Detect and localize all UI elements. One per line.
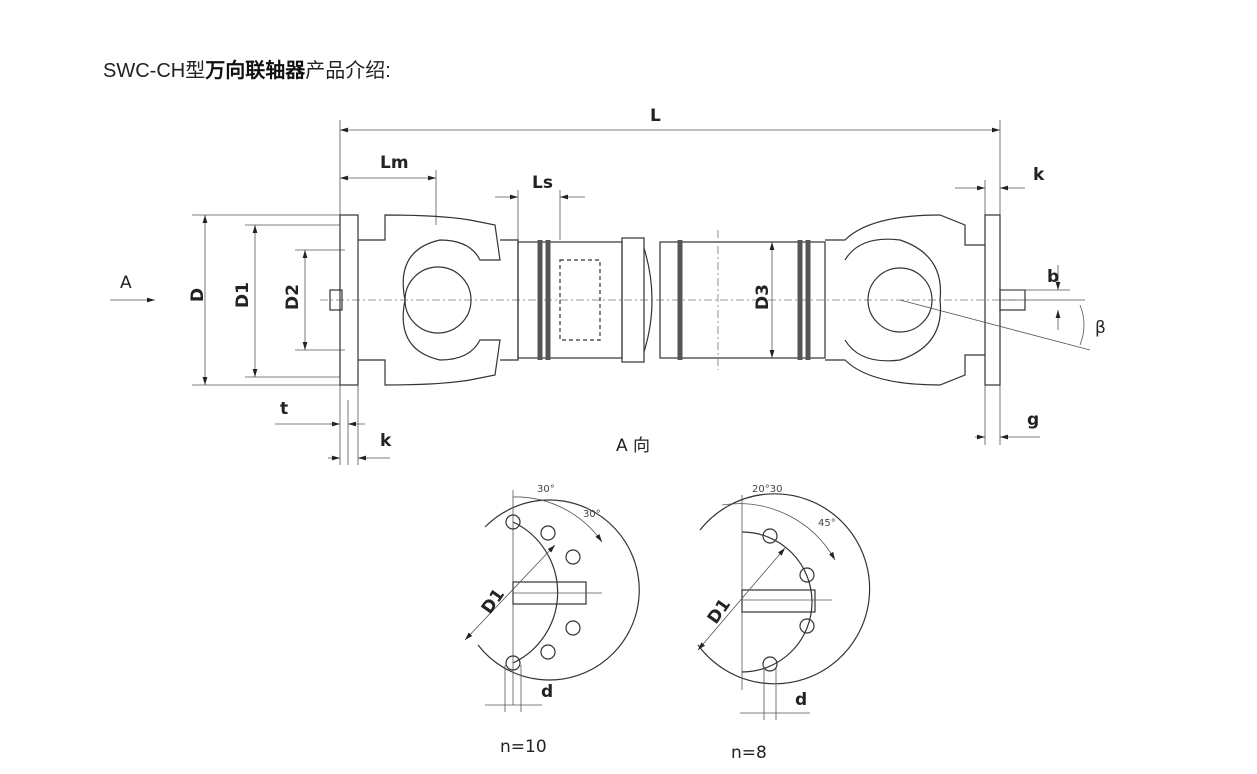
flange-view-n8: 20°30 45° D1 d n=8 xyxy=(697,484,871,763)
dimension-label: n=10 xyxy=(500,737,547,757)
heading-product-name: 万向联轴器 xyxy=(205,60,306,82)
dimension-Lm: Lm xyxy=(340,153,437,225)
dimension-label: D1 xyxy=(478,585,509,618)
dimension-label: 30° xyxy=(583,509,601,520)
flange-view-n10: 30° 30° D1 d n=10 xyxy=(464,484,640,757)
page-heading: SWC-CH型万向联轴器产品介绍: xyxy=(103,54,391,83)
dimension-label: k xyxy=(1033,165,1045,185)
dimension-Ls: Ls xyxy=(495,173,585,240)
dimension-label: b xyxy=(1047,267,1059,287)
dimension-label: 30° xyxy=(537,484,555,495)
dimension-label: D xyxy=(188,288,208,302)
view-a-caption: A 向 xyxy=(616,436,650,456)
dimension-label: L xyxy=(650,106,661,126)
dimension-beta: β xyxy=(899,299,1106,351)
dimension-label: d xyxy=(795,690,807,710)
dimension-label: D2 xyxy=(283,284,303,310)
dimension-label: A xyxy=(120,273,132,293)
heading-suffix: 产品介绍: xyxy=(305,60,391,82)
dimension-label: 45° xyxy=(818,518,836,529)
dimension-D2: D2 xyxy=(283,249,345,351)
dimension-D: D xyxy=(188,214,340,386)
dimension-label: 20°30 xyxy=(752,484,782,495)
dimension-D1: D1 xyxy=(233,224,340,378)
heading-prefix: SWC-CH型 xyxy=(103,60,206,82)
dimension-label: D1 xyxy=(233,282,253,308)
dimension-t: t xyxy=(275,385,365,465)
dimension-g: g xyxy=(975,385,1040,445)
dimension-label: g xyxy=(1027,410,1039,430)
shaft xyxy=(517,230,826,370)
dimension-label: β xyxy=(1095,318,1106,338)
dimension-label: Ls xyxy=(532,173,553,193)
dimension-label: t xyxy=(280,399,288,419)
dimension-L: L xyxy=(339,106,1001,215)
dimension-k-bottom: k xyxy=(328,431,392,461)
dimension-label: d xyxy=(541,682,553,702)
dimension-k-top: k xyxy=(955,165,1045,215)
dimension-label: n=8 xyxy=(731,743,767,763)
dimension-label: Lm xyxy=(380,153,409,173)
dimension-D3: D3 xyxy=(753,242,775,358)
dimension-label: D1 xyxy=(704,595,735,628)
dimension-label: k xyxy=(380,431,392,451)
dimension-b: b xyxy=(1000,265,1070,330)
dimension-label: D3 xyxy=(753,284,773,310)
view-a-arrow: A xyxy=(110,273,155,303)
